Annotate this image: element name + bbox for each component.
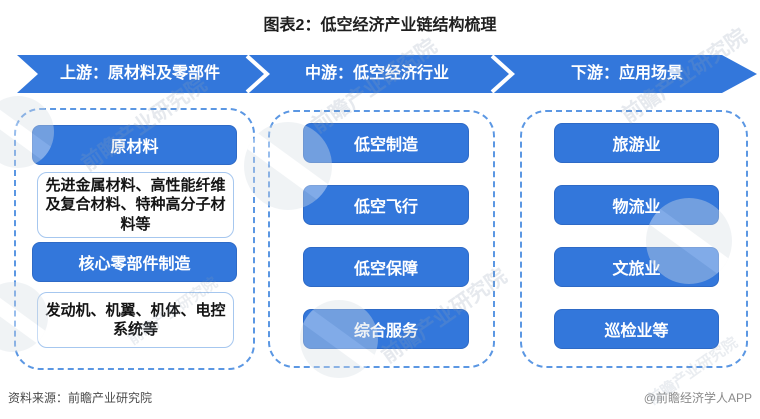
stage-upstream-label: 上游：原材料及零部件 [59, 65, 220, 82]
note-raw-materials-detail: 先进金属材料、高性能纤维及复合材料、特种高分子材料等 [37, 172, 234, 238]
chain-stage-banner: 上游：原材料及零部件 中游：低空经济行业 下游：应用场景 [0, 55, 760, 93]
page-title: 图表2：低空经济产业链结构梳理 [263, 17, 497, 34]
node-logistics: 物流业 [554, 185, 719, 225]
upstream-group: 原材料 先进金属材料、高性能纤维及复合材料、特种高分子材料等 核心零部件制造 发… [14, 108, 255, 370]
node-tourism: 旅游业 [554, 123, 719, 163]
node-culture-tourism: 文旅业 [554, 247, 719, 287]
chevron-separator-icon [245, 55, 270, 93]
source-note: 资料来源：前瞻产业研究院 [8, 391, 153, 405]
note-core-components-detail: 发动机、机翼、机体、电控系统等 [37, 292, 234, 348]
node-low-altitude-flight: 低空飞行 [303, 185, 469, 225]
stage-midstream-label: 中游：低空经济行业 [304, 65, 449, 82]
stage-downstream-label: 下游：应用场景 [570, 65, 683, 82]
node-low-altitude-support: 低空保障 [303, 247, 469, 287]
node-core-components: 核心零部件制造 [32, 242, 237, 282]
banner-arrow-shape [0, 55, 757, 93]
node-inspection: 巡检业等 [554, 309, 719, 349]
node-low-altitude-manufacturing: 低空制造 [303, 123, 469, 163]
node-raw-materials: 原材料 [32, 125, 237, 165]
midstream-group: 低空制造 低空飞行 低空保障 综合服务 [268, 110, 495, 368]
credit-note: @前瞻经济学人APP [643, 391, 752, 405]
chevron-separator-icon [490, 55, 515, 93]
node-comprehensive-services: 综合服务 [303, 309, 469, 349]
left-arrow-icon [0, 55, 38, 93]
downstream-group: 旅游业 物流业 文旅业 巡检业等 [520, 110, 748, 368]
